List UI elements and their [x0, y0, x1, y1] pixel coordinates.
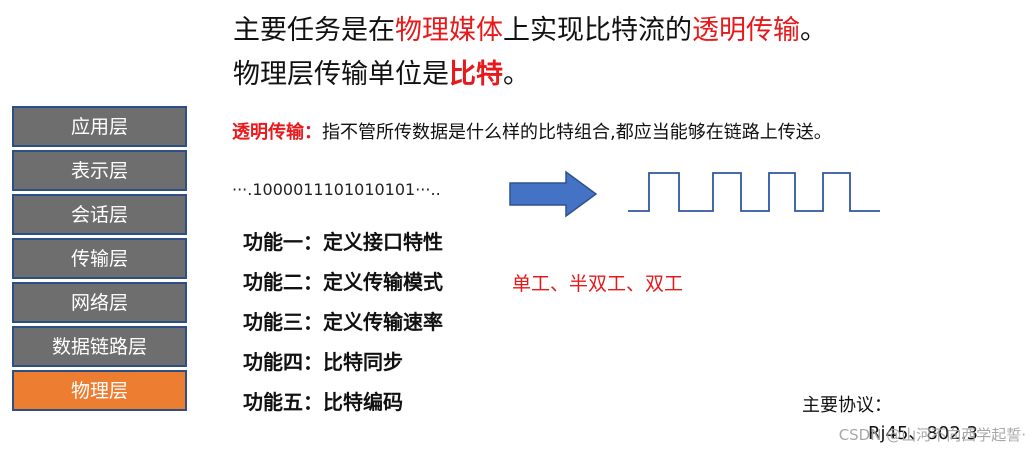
function-1: 功能一：定义接口特性 [243, 230, 443, 254]
title-segment: 透明传输 [692, 15, 800, 46]
osi-layer: 会话层 [12, 194, 187, 235]
definition-text: 指不管所传数据是什么样的比特组合,都应当能够在链路上传送。 [322, 122, 832, 143]
protocols-value: Rj45、802.3 [868, 423, 978, 444]
title-segment: 物理媒体 [395, 15, 503, 46]
function-2: 功能二：定义传输模式 [243, 270, 443, 294]
transmission-modes-note: 单工、半双工、双工 [512, 273, 684, 295]
title-segment: 物理层传输单位是 [233, 59, 449, 90]
definition-colon: ： [304, 122, 322, 143]
function-4: 功能四：比特同步 [243, 350, 403, 374]
osi-layer-stack: 应用层表示层会话层传输层网络层数据链路层物理层 [12, 106, 187, 414]
osi-layer: 数据链路层 [12, 326, 187, 367]
function-5: 功能五：比特编码 [243, 390, 403, 414]
title-segment: 比特 [449, 59, 503, 90]
title-segment: 主要任务是在 [233, 15, 395, 46]
title-segment: 。 [503, 59, 530, 90]
osi-layer: 网络层 [12, 282, 187, 323]
title-line-1: 主要任务是在物理媒体上实现比特流的透明传输。 [233, 14, 827, 48]
watermark: CSDN @山河不向西学起誓· [838, 426, 1026, 444]
title-segment: 。 [800, 15, 827, 46]
title-segment: 上实现比特流的 [503, 15, 692, 46]
osi-layer: 表示层 [12, 150, 187, 191]
definition-term: 透明传输 [232, 122, 304, 143]
function-3: 功能三：定义传输速率 [243, 310, 443, 334]
right-arrow-icon [509, 170, 598, 218]
transparent-transmission-definition: 透明传输：指不管所传数据是什么样的比特组合,都应当能够在链路上传送。 [232, 118, 832, 144]
osi-layer: 应用层 [12, 106, 187, 147]
osi-layer: 物理层 [12, 370, 187, 411]
osi-layer: 传输层 [12, 238, 187, 279]
bitstream-text: ···.1000011101010101···.. [232, 180, 441, 199]
square-wave-signal [628, 172, 880, 212]
title-line-2: 物理层传输单位是比特。 [233, 58, 530, 92]
protocols-label: 主要协议： [802, 395, 892, 416]
